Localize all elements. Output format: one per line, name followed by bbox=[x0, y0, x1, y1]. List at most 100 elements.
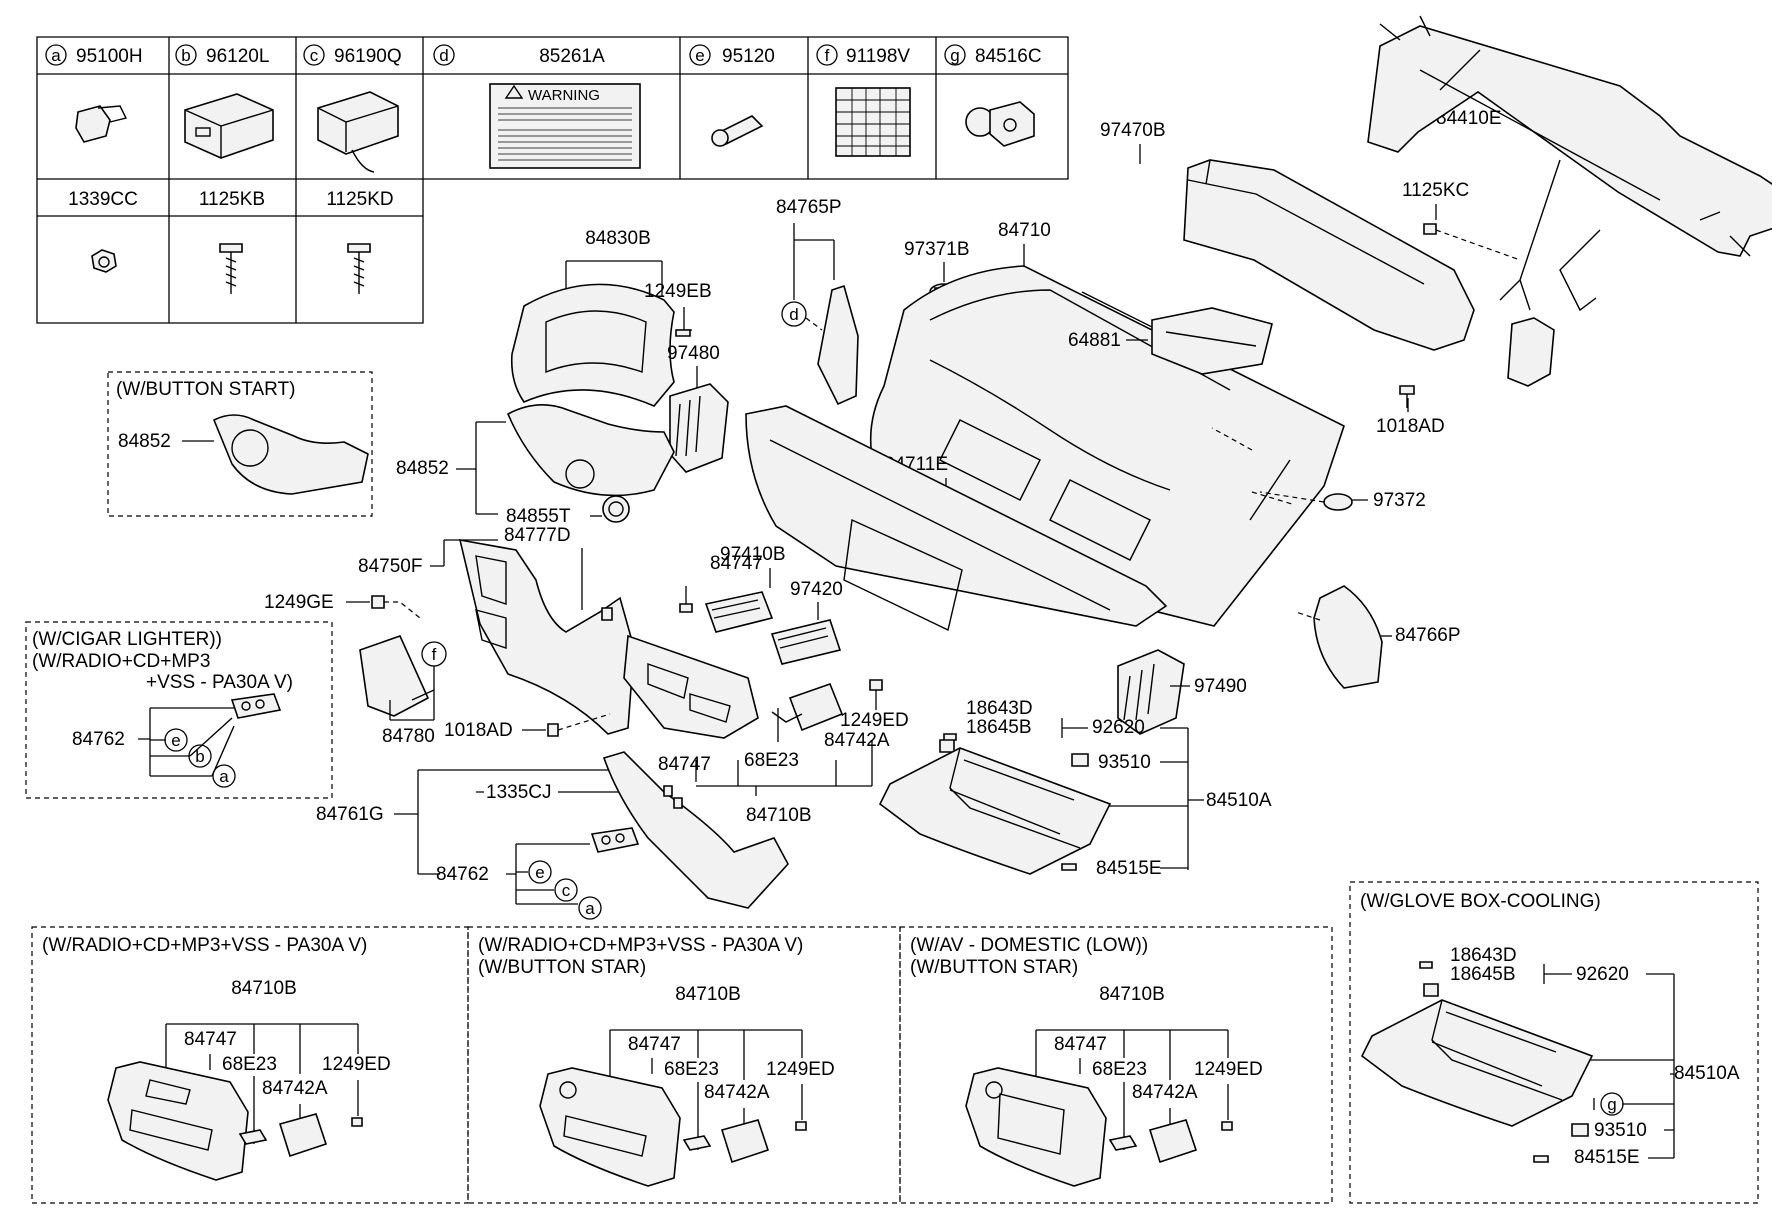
glove-cooling-box: (W/GLOVE BOX-COOLING) 18643D 18645B 9262… bbox=[1349, 881, 1759, 1204]
legend-code-d: 85261A bbox=[539, 46, 605, 67]
label-18643D-main: 18643D bbox=[966, 698, 1033, 719]
label-97372: 97372 bbox=[1373, 490, 1426, 511]
label-84762-main: 84762 bbox=[436, 864, 489, 885]
circle-c-main: c bbox=[562, 881, 571, 900]
duct-group: 97470B 64881 1018AD bbox=[1068, 120, 1555, 437]
crash-pad-group: 84765P d 97371B 84710 84711E 97372 84766… bbox=[745, 197, 1461, 689]
cigar-lighter-box: (W/CIGAR LIGHTER)) (W/RADIO+CD+MP3 +VSS … bbox=[25, 621, 333, 799]
glove-cooling-84510A: 84510A bbox=[1674, 1063, 1740, 1084]
label-84515E-main: 84515E bbox=[1096, 858, 1162, 879]
variant1-1249ED: 1249ED bbox=[322, 1054, 391, 1075]
label-84410E: 84410E bbox=[1436, 108, 1502, 129]
cigar-circle-a: a bbox=[219, 767, 229, 786]
legend-code-1339CC: 1339CC bbox=[68, 189, 138, 210]
legend-code-e: 95120 bbox=[722, 46, 775, 67]
legend-letter-d: d bbox=[439, 46, 448, 65]
glove-cooling-18645B: 18645B bbox=[1450, 964, 1516, 985]
label-97410B: 97410B bbox=[720, 544, 786, 565]
center-vent-group: 84747 97410B 97420 1249ED 84742A 84747 6… bbox=[623, 544, 909, 826]
label-84750F: 84750F bbox=[358, 556, 422, 577]
label-18645B-main: 18645B bbox=[966, 717, 1032, 738]
label-1249GE: 1249GE bbox=[264, 592, 334, 613]
glove-cooling-title: (W/GLOVE BOX-COOLING) bbox=[1360, 891, 1601, 912]
cowl-crossbar-group: 84410E 1125KC bbox=[1367, 15, 1772, 312]
variant2-68E23: 68E23 bbox=[664, 1059, 719, 1080]
label-84742A-main: 84742A bbox=[824, 730, 890, 751]
label-84852-main: 84852 bbox=[396, 458, 449, 479]
label-84780: 84780 bbox=[382, 726, 435, 747]
button-start-title: (W/BUTTON START) bbox=[116, 379, 295, 400]
cigar-title-line3: +VSS - PA30A V) bbox=[146, 672, 293, 693]
center-fascia-group: 84777D 84750F 1249GE bbox=[264, 525, 635, 735]
variant3-84747: 84747 bbox=[1054, 1034, 1107, 1055]
legend-letter-e: e bbox=[695, 46, 704, 65]
button-start-box: (W/BUTTON START) 84852 bbox=[107, 371, 373, 517]
variant3-68E23: 68E23 bbox=[1092, 1059, 1147, 1080]
cigar-title-line2: (W/RADIO+CD+MP3 bbox=[32, 651, 210, 672]
label-1335CJ: 1335CJ bbox=[486, 782, 552, 803]
variant-box-2: (W/RADIO+CD+MP3+VSS - PA30A V) (W/BUTTON… bbox=[467, 926, 901, 1204]
label-84761G: 84761G bbox=[316, 804, 384, 825]
circle-f: f bbox=[432, 645, 437, 664]
circle-e-main: e bbox=[535, 863, 544, 882]
label-92620-main: 92620 bbox=[1092, 717, 1145, 738]
variant3-title-line2: (W/BUTTON STAR) bbox=[910, 957, 1078, 978]
cigar-part-84762: 84762 bbox=[72, 729, 125, 750]
variant3-title-line1: (W/AV - DOMESTIC (LOW)) bbox=[910, 935, 1148, 956]
cigar-circle-e: e bbox=[171, 731, 180, 750]
label-97420: 97420 bbox=[790, 579, 843, 600]
variant1-68E23: 68E23 bbox=[222, 1054, 277, 1075]
label-1249EB: 1249EB bbox=[644, 281, 712, 302]
label-68E23-main: 68E23 bbox=[744, 750, 799, 771]
label-97480: 97480 bbox=[667, 343, 720, 364]
variant2-title-line1: (W/RADIO+CD+MP3+VSS - PA30A V) bbox=[478, 935, 803, 956]
cigar-circle-b: b bbox=[195, 747, 204, 766]
label-84855T: 84855T bbox=[506, 506, 571, 527]
variant-box-1: (W/RADIO+CD+MP3+VSS - PA30A V) 84710B 84… bbox=[31, 926, 469, 1204]
vent-side-97490: 97490 bbox=[1117, 649, 1247, 735]
variant3-84742A: 84742A bbox=[1132, 1082, 1198, 1103]
label-1018AD-right: 1018AD bbox=[1376, 416, 1445, 437]
label-97490: 97490 bbox=[1194, 676, 1247, 697]
variant1-84710B: 84710B bbox=[231, 978, 297, 999]
label-84747-bottom: 84747 bbox=[658, 754, 711, 775]
glove-cooling-93510: 93510 bbox=[1594, 1120, 1647, 1141]
variant1-84742A: 84742A bbox=[262, 1078, 328, 1099]
column-shroud-group: 84852 84855T bbox=[396, 404, 675, 527]
legend-letter-a: a bbox=[51, 46, 61, 65]
legend-letter-c: c bbox=[310, 46, 319, 65]
legend-code-g: 84516C bbox=[975, 46, 1042, 67]
legend-table bbox=[36, 36, 1069, 324]
label-1125KC: 1125KC bbox=[1402, 180, 1469, 201]
legend-part-drawings: WARNING bbox=[75, 83, 1035, 294]
circle-d: d bbox=[789, 305, 798, 324]
legend-code-c: 96190Q bbox=[334, 46, 402, 67]
variant2-84742A: 84742A bbox=[704, 1082, 770, 1103]
circle-a-main: a bbox=[585, 899, 595, 918]
cluster-hood-group: 84830B 1249EB 97480 bbox=[510, 228, 729, 473]
legend-header-cells: a b c d e f g 95100H 96120L 96190Q 85261… bbox=[45, 44, 1042, 210]
glove-cooling-92620: 92620 bbox=[1576, 964, 1629, 985]
label-84710B-main: 84710B bbox=[746, 805, 812, 826]
variant3-1249ED: 1249ED bbox=[1194, 1059, 1263, 1080]
label-84766P: 84766P bbox=[1395, 625, 1461, 646]
variant2-84747: 84747 bbox=[628, 1034, 681, 1055]
variant3-84710B: 84710B bbox=[1099, 984, 1165, 1005]
label-97371B: 97371B bbox=[904, 239, 970, 260]
variant2-title-line2: (W/BUTTON STAR) bbox=[478, 957, 646, 978]
variant1-title: (W/RADIO+CD+MP3+VSS - PA30A V) bbox=[42, 935, 367, 956]
legend-code-1125KD: 1125KD bbox=[326, 189, 393, 210]
legend-code-f: 91198V bbox=[846, 46, 910, 67]
lower-crash-pad-group: 84761G 1335CJ 84762 e c a bbox=[316, 751, 789, 920]
cigar-title-line1: (W/CIGAR LIGHTER)) bbox=[32, 629, 222, 650]
label-1249ED-main: 1249ED bbox=[840, 710, 909, 731]
legend-code-a: 95100H bbox=[76, 46, 143, 67]
legend-letter-b: b bbox=[181, 46, 190, 65]
button-start-part-84852: 84852 bbox=[118, 431, 171, 452]
legend-letter-g: g bbox=[950, 46, 959, 65]
variant1-84747: 84747 bbox=[184, 1029, 237, 1050]
label-1018AD-left: 1018AD bbox=[444, 720, 513, 741]
glove-cooling-circle-g: g bbox=[1607, 1095, 1616, 1114]
legend-code-b: 96120L bbox=[206, 46, 269, 67]
